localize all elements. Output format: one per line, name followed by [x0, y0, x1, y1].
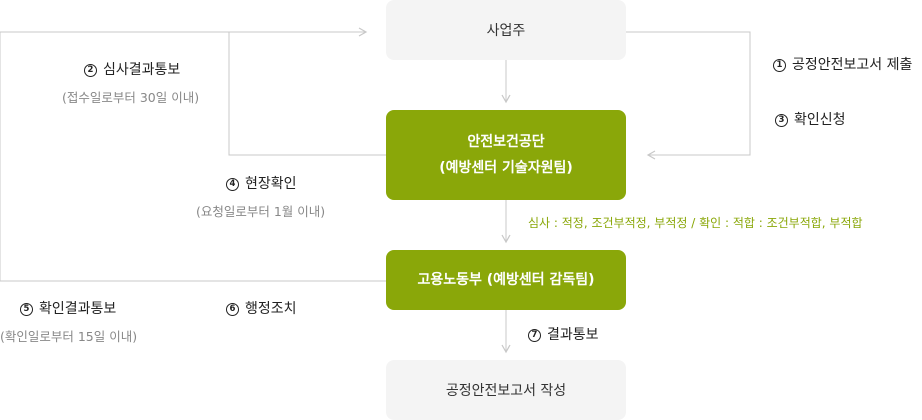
step-5-note: (확인일로부터 15일 이내): [0, 329, 138, 344]
step-4-label: 4 현장확인: [226, 173, 297, 193]
step-3-number: 3: [775, 114, 788, 127]
step-3-label: 3 확인신청: [775, 109, 846, 129]
agency-label-line1: 안전보건공단: [467, 134, 545, 150]
step-2-text: 심사결과통보: [103, 62, 181, 78]
step-7-text: 결과통보: [547, 327, 599, 343]
ministry-label: 고용노동부 (예방센터 감독팀): [417, 272, 595, 288]
step-4-text: 현장확인: [245, 176, 297, 192]
step-1-number: 1: [773, 59, 786, 72]
step-2-number: 2: [84, 64, 97, 77]
step-6-label: 6 행정조치: [226, 298, 297, 318]
arrow-confirm-result-loop: [0, 31, 386, 282]
step-6-number: 6: [226, 303, 239, 316]
step-5-text: 확인결과통보: [39, 301, 117, 317]
step-7-number: 7: [528, 329, 541, 342]
ministry-box: 고용노동부 (예방센터 감독팀): [386, 250, 626, 310]
step-4-number: 4: [226, 178, 239, 191]
step-4-note: (요청일로부터 1월 이내): [196, 204, 326, 219]
review-criteria-note: 심사 : 적정, 조건부적정, 부적정 / 확인 : 적합 : 조건부적합, 부…: [528, 216, 863, 230]
step-7-label: 7 결과통보: [528, 324, 599, 344]
step-3-text: 확인신청: [794, 112, 846, 128]
step-1-text: 공정안전보고서 제출: [792, 57, 913, 73]
step-1-label: 1 공정안전보고서 제출: [773, 54, 912, 74]
step-2-note: (접수일로부터 30일 이내): [62, 90, 200, 105]
step-5-label: 5 확인결과통보: [20, 298, 116, 318]
step-2-label: 2 심사결과통보: [84, 59, 180, 79]
employer-label: 사업주: [486, 23, 526, 39]
report-box: 공정안전보고서 작성: [386, 360, 626, 420]
step-6-text: 행정조치: [245, 301, 297, 317]
employer-box: 사업주: [386, 0, 626, 60]
arrow-submit-loop: [626, 31, 751, 160]
step-5-number: 5: [20, 303, 33, 316]
report-label: 공정안전보고서 작성: [445, 383, 567, 399]
arrow-review-result-loop: [228, 27, 386, 156]
agency-label-line2: (예방센터 기술자원팀): [439, 160, 573, 176]
agency-box: 안전보건공단 (예방센터 기술자원팀): [386, 110, 626, 200]
